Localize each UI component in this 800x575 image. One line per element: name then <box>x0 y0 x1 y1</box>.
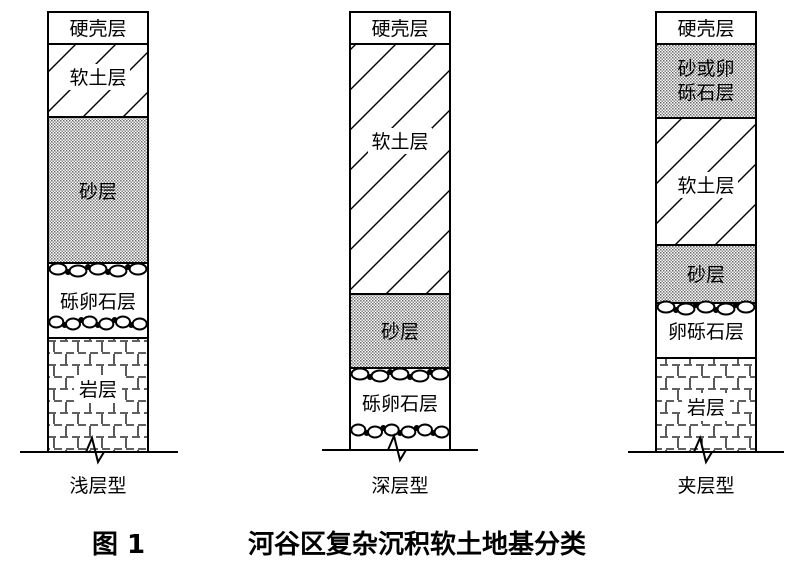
layer-label-line-1: 砂或卵 <box>677 58 734 80</box>
label-bg <box>54 288 142 314</box>
pebble <box>367 425 383 439</box>
pebble <box>390 367 410 381</box>
pebble <box>115 315 131 329</box>
label-bg <box>66 16 130 40</box>
pebble <box>98 317 115 331</box>
label-bg <box>66 64 130 90</box>
layer-label: 砾卵石层 <box>60 291 136 313</box>
layer-sand <box>47 116 149 264</box>
break-symbol <box>85 434 105 465</box>
layer-label: 砂层 <box>381 321 419 343</box>
type-label: 浅层型 <box>69 475 126 497</box>
figure-number: 图 1 <box>92 530 145 560</box>
pebble <box>410 369 430 383</box>
type-label: 夹层型 <box>677 475 734 497</box>
layer-label: 砂层 <box>687 264 725 286</box>
pebble <box>430 367 450 381</box>
layer-label: 砂层 <box>79 181 117 203</box>
gravel-band-top <box>48 262 148 278</box>
pebble <box>48 315 65 329</box>
gravel-band-bottom <box>48 315 148 331</box>
gravel-band-top <box>656 300 756 316</box>
break-symbol <box>387 432 407 463</box>
pebble <box>131 317 148 331</box>
pebble <box>108 264 128 278</box>
layer-label: 卵砾石层 <box>668 321 744 343</box>
type-label: 深层型 <box>371 475 428 497</box>
figure-title: 河谷区复杂沉积软土地基分类 <box>248 530 586 560</box>
layer-label: 软土层 <box>371 131 428 153</box>
layer-label: 砾卵石层 <box>362 393 438 415</box>
break-symbol <box>693 434 713 465</box>
pebble <box>370 369 390 383</box>
label-bg <box>674 16 738 40</box>
layer-soft-soil <box>655 117 757 246</box>
label-bg <box>356 390 444 416</box>
pebble <box>350 367 370 381</box>
pebble <box>88 262 108 276</box>
layer-label: 岩层 <box>79 379 117 401</box>
pebble <box>400 425 417 439</box>
pebble <box>736 300 756 314</box>
gravel-band-top <box>350 367 450 383</box>
gravel-band-bottom <box>350 423 450 439</box>
layer-sand-or-gravel <box>655 43 757 119</box>
pebble <box>68 264 88 278</box>
pebble <box>350 423 367 437</box>
layer-sand <box>349 293 451 369</box>
layer-label: 硬壳层 <box>371 18 428 40</box>
column-interlayer: 硬壳层 砂或卵 砾石层 软土层 砂层 卵砾石层 岩层 夹层型 <box>628 11 784 497</box>
label-bg <box>682 393 730 421</box>
label-bg <box>662 318 750 344</box>
pebble <box>696 300 716 314</box>
pebble <box>128 262 148 276</box>
pebble <box>417 423 433 437</box>
label-bg <box>674 172 738 198</box>
pebble <box>65 317 81 331</box>
layer-label: 软土层 <box>69 67 126 89</box>
layer-label-line-2: 砾石层 <box>677 82 734 104</box>
pebble <box>48 262 68 276</box>
label-bg <box>74 375 122 403</box>
figure-caption: 图 1 河谷区复杂沉积软土地基分类 <box>92 530 586 560</box>
label-bg <box>368 16 432 40</box>
pebble <box>656 300 676 314</box>
pebble <box>383 423 400 437</box>
label-bg <box>368 128 432 154</box>
layer-label: 软土层 <box>677 175 734 197</box>
layer-sand <box>655 244 757 304</box>
column-shallow: 硬壳层 软土层 砂层 砾卵石层 岩层 浅层型 <box>20 11 178 497</box>
pebble <box>676 302 696 316</box>
pebble <box>81 315 98 329</box>
layer-soft-soil <box>349 43 451 295</box>
layer-label: 岩层 <box>687 397 725 419</box>
layer-label: 硬壳层 <box>69 18 126 40</box>
layer-label: 硬壳层 <box>677 18 734 40</box>
column-deep: 硬壳层 软土层 砂层 砾卵石层 深层型 <box>322 11 478 497</box>
pebble <box>433 425 450 439</box>
pebble <box>716 302 736 316</box>
